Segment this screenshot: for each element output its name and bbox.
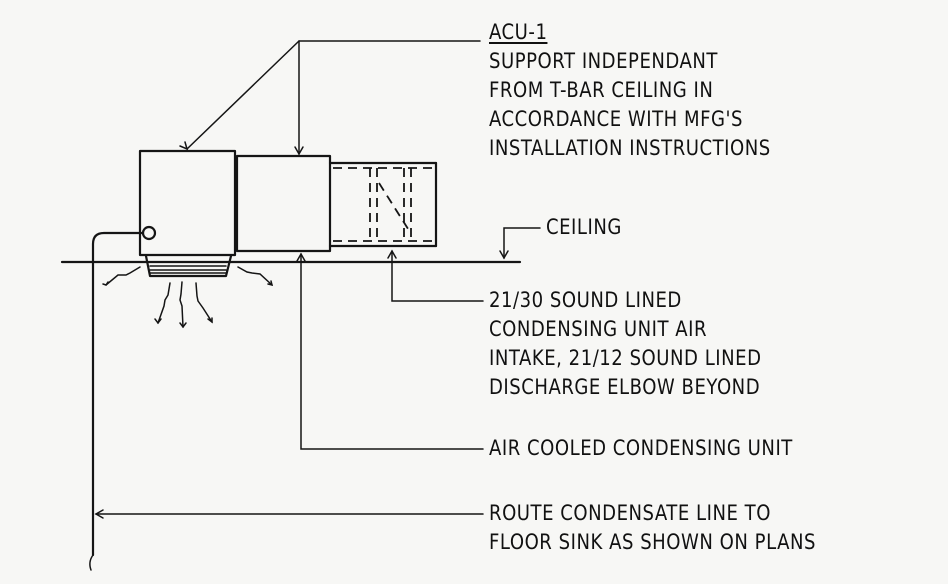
support-note-line-2: FROM T-BAR CEILING IN (489, 78, 714, 102)
supply-grille (144, 254, 233, 278)
ceiling-label: CEILING (546, 213, 622, 242)
acu-tag: ACU-1 (489, 20, 548, 44)
condensate-note-line-1: ROUTE CONDENSATE LINE TO (489, 501, 771, 525)
intake-note-line-1: 21/30 SOUND LINED (489, 288, 682, 312)
acu-unit-box (138, 149, 237, 257)
support-note-line-3: ACCORDANCE WITH MFG'S (489, 107, 744, 131)
support-note-line-4: INSTALLATION INSTRUCTIONS (489, 136, 771, 160)
intake-duct (328, 161, 438, 248)
intake-note-line-2: CONDENSING UNIT AIR (489, 317, 708, 341)
condensing-unit-box (235, 154, 332, 253)
condensate-note: ROUTE CONDENSATE LINE TO FLOOR SINK AS S… (489, 499, 816, 557)
airflow-arrows (102, 266, 274, 329)
condensate-note-line-2: FLOOR SINK AS SHOWN ON PLANS (489, 530, 816, 554)
support-note-line-1: SUPPORT INDEPENDANT (489, 49, 718, 73)
acu-support-note: ACU-1 SUPPORT INDEPENDANT FROM T-BAR CEI… (489, 18, 771, 163)
leaders (94, 40, 541, 519)
intake-note: 21/30 SOUND LINED CONDENSING UNIT AIR IN… (489, 286, 762, 402)
condensing-unit-note: AIR COOLED CONDENSING UNIT (489, 434, 793, 463)
intake-note-line-3: INTAKE, 21/12 SOUND LINED (489, 346, 762, 370)
condensing-unit-text: AIR COOLED CONDENSING UNIT (489, 436, 793, 460)
condensate-line (89, 225, 157, 571)
intake-note-line-4: DISCHARGE ELBOW BEYOND (489, 375, 761, 399)
ceiling-text: CEILING (546, 215, 622, 239)
